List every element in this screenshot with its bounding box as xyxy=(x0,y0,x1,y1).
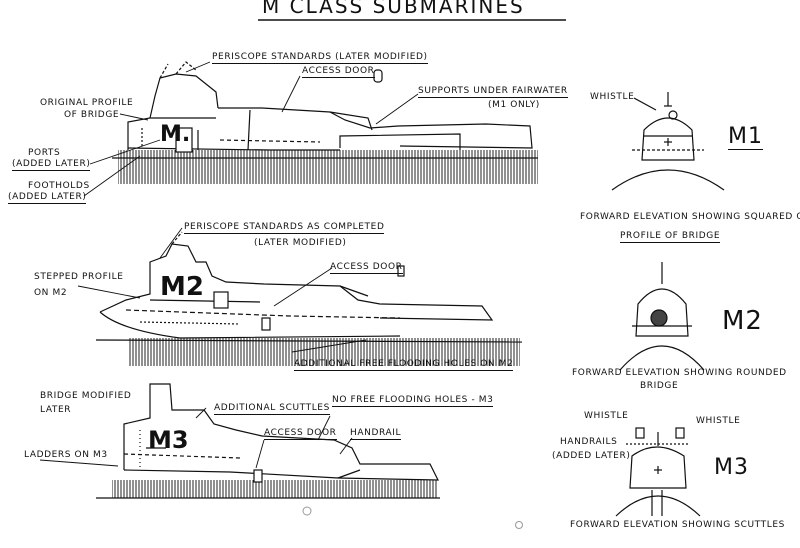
m1-side-profile xyxy=(112,61,538,184)
m3-later-label: LATER xyxy=(40,405,72,415)
m2-stepped-label: STEPPED PROFILE xyxy=(34,272,124,282)
m2-elevation-name: M2 xyxy=(722,306,763,336)
m2-additional-label: ADDITIONAL FREE FLOODING HOLES ON M2 xyxy=(294,359,514,371)
m1-access-door-label: ACCESS DOOR xyxy=(302,66,375,78)
punch-hole-right xyxy=(515,521,523,529)
m3-forward-elevation xyxy=(615,427,701,517)
m1-only-label: (M1 ONLY) xyxy=(488,100,540,110)
m1-footholds-added-label: (ADDED LATER) xyxy=(8,192,87,204)
m1-caption-1: FORWARD ELEVATION SHOWING SQUARED OFF xyxy=(580,212,800,222)
m1-ports-added-label: (ADDED LATER) xyxy=(12,159,91,171)
m3-whistle-right-label: WHISTLE xyxy=(696,416,741,426)
m3-handrails-label: HANDRAILS xyxy=(560,437,618,447)
m3-handrail-label: HANDRAIL xyxy=(350,428,402,440)
m3-side-profile xyxy=(96,383,440,499)
m3-elevation-name: M3 xyxy=(714,455,749,480)
m1-supports-label: SUPPORTS UNDER FAIRWATER xyxy=(418,86,568,98)
m3-leaders xyxy=(39,407,353,469)
m2-side-profile xyxy=(95,231,523,366)
m2-waterline-hatch xyxy=(128,338,520,366)
m1-caption-2: PROFILE OF BRIDGE xyxy=(620,231,721,243)
m1-of-bridge-label: OF BRIDGE xyxy=(64,110,120,120)
m1-periscope-label: PERISCOPE STANDARDS (LATER MODIFIED) xyxy=(212,52,428,64)
m2-later-modified-label: (LATER MODIFIED) xyxy=(254,238,347,248)
m2-on-m2-label: ON M2 xyxy=(34,288,68,298)
m1-hull-mark: M. xyxy=(160,122,191,147)
m2-hull-mark: M2 xyxy=(160,272,204,302)
m3-handrails-added-label: (ADDED LATER) xyxy=(552,451,631,461)
m3-access-door-label: ACCESS DOOR xyxy=(264,428,337,440)
m1-whistle-label: WHISTLE xyxy=(590,92,635,102)
punch-hole-bottom xyxy=(302,506,312,516)
m3-additional-scuttles-label: ADDITIONAL SCUTTLES xyxy=(214,403,330,415)
m1-original-profile-label: ORIGINAL PROFILE xyxy=(40,98,134,108)
m3-waterline-hatch xyxy=(112,480,438,498)
m3-bridge-modified-label: BRIDGE MODIFIED xyxy=(40,391,132,401)
m1-footholds-label: FOOTHOLDS xyxy=(28,181,90,191)
m2-forward-elevation xyxy=(619,262,705,371)
m3-caption: FORWARD ELEVATION SHOWING SCUTTLES xyxy=(570,520,785,530)
m2-caption-2: BRIDGE xyxy=(640,381,679,391)
m1-waterline-hatch xyxy=(118,150,538,184)
m2-periscope-label: PERISCOPE STANDARDS AS COMPLETED xyxy=(184,222,385,234)
m1-ports-label: PORTS xyxy=(28,148,61,158)
m3-hull-mark: M3 xyxy=(148,426,189,454)
m3-whistle-left-label: WHISTLE xyxy=(584,411,629,421)
m1-forward-elevation xyxy=(611,92,725,191)
m2-leaders xyxy=(77,227,367,353)
m1-leaders xyxy=(83,61,419,197)
page-title: M CLASS SUBMARINES xyxy=(262,0,525,18)
m3-no-free-label: NO FREE FLOODING HOLES - M3 xyxy=(332,395,494,407)
m3-ladders-label: LADDERS ON M3 xyxy=(24,450,108,460)
m2-bridge-window xyxy=(650,309,668,327)
m2-access-door-label: ACCESS DOOR xyxy=(330,262,403,274)
m2-caption-1: FORWARD ELEVATION SHOWING ROUNDED xyxy=(572,368,787,378)
m1-elevation-name: M1 xyxy=(728,124,763,150)
